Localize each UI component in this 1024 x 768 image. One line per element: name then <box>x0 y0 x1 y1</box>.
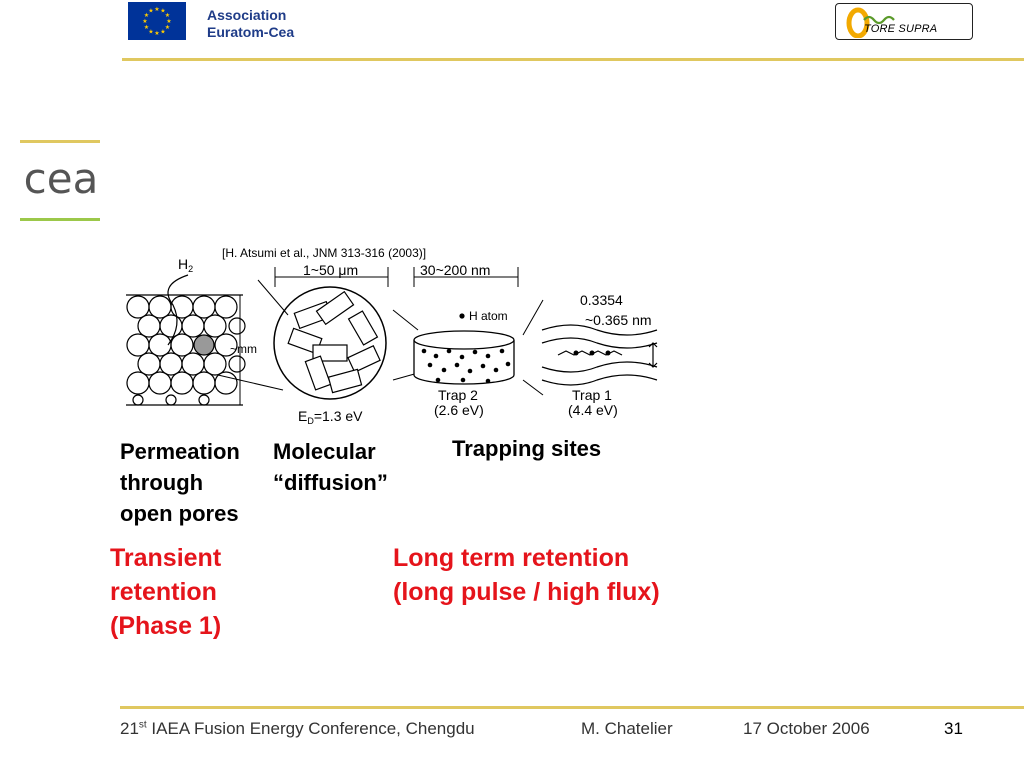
cea-logo: cea <box>24 155 99 203</box>
cea-logo-top-line <box>20 140 100 143</box>
trap1-layers <box>541 324 658 386</box>
svg-text:★: ★ <box>165 24 170 31</box>
dim-1-50um: 1~50 μm <box>303 262 358 278</box>
svg-text:★: ★ <box>144 24 149 31</box>
grain-circle <box>273 286 387 400</box>
svg-text:★: ★ <box>154 6 159 13</box>
footer-date: 17 October 2006 <box>743 719 870 738</box>
h-atom-label: H atom <box>469 309 508 323</box>
tore-supra-text: TORE SUPRA <box>864 23 938 35</box>
hatched-grain <box>193 334 215 356</box>
transient-retention-label: Transient retention (Phase 1) <box>110 544 222 640</box>
header-divider <box>122 58 1024 61</box>
long-term-retention-label: Long term retention (long pulse / high f… <box>393 544 660 606</box>
spacing-value-1: 0.3354 <box>580 292 623 308</box>
cea-logo-text: cea <box>24 155 99 203</box>
tore-supra-logo: TORE SUPRA <box>835 3 973 40</box>
eu-stars-icon: ★★★ ★★★ ★★★ ★★★ <box>142 6 171 37</box>
trap1-energy: (4.4 eV) <box>568 402 618 418</box>
eu-flag-logo: ★★★ ★★★ ★★★ ★★★ <box>128 2 186 40</box>
footer-divider <box>120 706 1024 709</box>
spacing-value-2: ~0.365 nm <box>585 312 652 328</box>
permeation-label: Permeation through open pores <box>120 439 240 526</box>
page-number: 31 <box>944 719 963 738</box>
molecular-diffusion-label: Molecular “diffusion” <box>273 439 388 495</box>
association-line1: Association <box>207 7 287 23</box>
svg-text:★: ★ <box>160 29 165 36</box>
svg-text:★: ★ <box>148 8 153 15</box>
svg-text:★: ★ <box>160 8 165 15</box>
tore-supra-emblem-icon <box>846 7 895 38</box>
grain-block <box>126 294 246 406</box>
trap2-energy: (2.6 eV) <box>434 402 484 418</box>
association-label: Association Euratom-Cea <box>207 7 347 41</box>
h2-label: H2 <box>178 256 193 274</box>
association-line2: Euratom-Cea <box>207 24 295 40</box>
mm-label: ~mm <box>230 342 257 356</box>
trap2-cylinder <box>413 330 515 385</box>
activation-energy-label: ED=1.3 eV <box>298 408 363 426</box>
svg-text:★: ★ <box>142 18 147 25</box>
dim-30-200nm: 30~200 nm <box>420 262 490 278</box>
svg-text:★: ★ <box>165 12 170 19</box>
footer-conference: 21st IAEA Fusion Energy Conference, Chen… <box>120 719 475 738</box>
trap2-label: Trap 2 <box>438 387 478 403</box>
retention-mechanism-figure: H2 ~mm 1~50 μm 30~200 nm <box>126 256 658 426</box>
svg-text:★: ★ <box>148 29 153 36</box>
svg-text:★: ★ <box>154 30 159 37</box>
footer-author: M. Chatelier <box>581 719 673 738</box>
svg-text:★: ★ <box>144 12 149 19</box>
trapping-sites-label: Trapping sites <box>452 436 602 461</box>
svg-text:★: ★ <box>166 18 171 25</box>
cea-logo-bottom-line <box>20 218 100 221</box>
trap1-label: Trap 1 <box>572 387 612 403</box>
citation: [H. Atsumi et al., JNM 313-316 (2003)] <box>222 246 427 260</box>
